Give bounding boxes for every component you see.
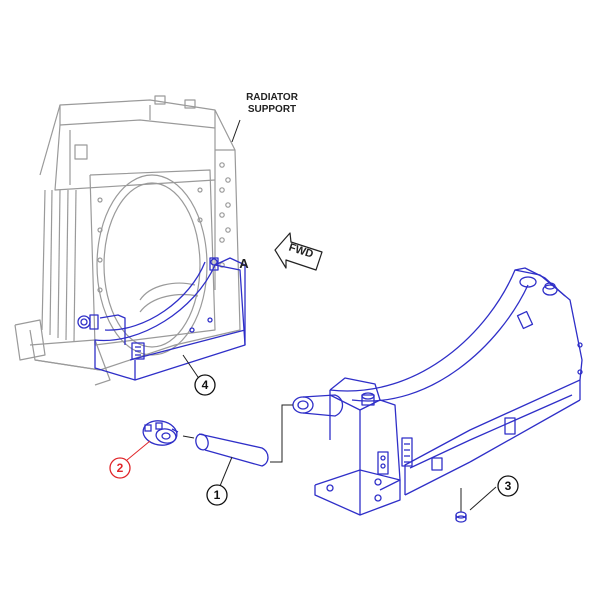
radiator-support-label-line1: RADIATOR [246, 92, 299, 103]
callout-1-circle [206, 484, 228, 506]
callout-2-label: 2 [117, 461, 124, 475]
fwd-arrow: FWD [274, 232, 323, 271]
leader-lines [126, 354, 497, 511]
radiator-support-label-line2: SUPPORT [248, 104, 296, 115]
callout-2-circle [109, 457, 131, 479]
main-bracket [292, 267, 583, 516]
radiator-assembly [14, 95, 241, 386]
tube-part-1 [195, 433, 269, 467]
callout-1[interactable]: 1 [206, 484, 228, 506]
cap-part-2 [142, 420, 179, 446]
bolt-part-3 [455, 488, 467, 523]
callout-4-circle [194, 374, 216, 396]
callout-4-label: 4 [202, 378, 209, 392]
callout-3-label: 3 [505, 479, 512, 493]
radiator-support-leader [231, 119, 241, 143]
callout-2[interactable]: 2 [109, 457, 131, 479]
callout-3-circle [497, 475, 519, 497]
callout-3[interactable]: 3 [497, 475, 519, 497]
view-a-label: A [239, 256, 249, 271]
bracket-on-radiator [77, 257, 246, 381]
callout-1-label: 1 [214, 488, 221, 502]
callout-4[interactable]: 4 [194, 374, 216, 396]
